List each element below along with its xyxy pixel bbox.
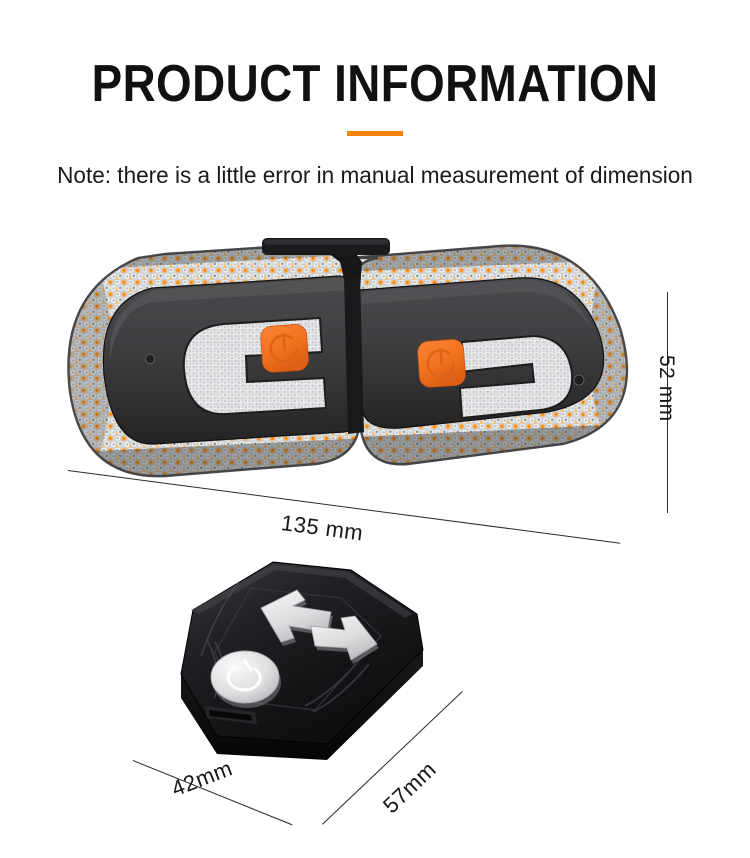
power-button-right[interactable] [417,339,466,388]
keypad-inset [214,587,382,711]
light-module-right [347,244,629,466]
power-icon [269,333,298,363]
power-icon [226,659,262,692]
remote-control-product-image [155,548,455,788]
width-dimension-label: 135 mm [279,510,365,546]
center-hinge [262,238,390,434]
page-title: PRODUCT INFORMATION [91,55,659,113]
height-dimension-label: 52 mm [655,355,678,422]
arrow-down-right-icon [310,615,378,661]
title-divider [347,131,403,136]
sensor-dot-right [573,374,585,386]
right-turn-arrow-button[interactable] [310,615,379,664]
lanyard-slot [205,706,257,724]
power-button-left[interactable] [260,324,309,373]
sensor-dot-left [145,354,156,365]
power-button[interactable] [210,650,281,708]
remote-side-wall [181,650,423,760]
light-module-left [67,242,362,478]
measurement-note: Note: there is a little error in manual … [57,162,693,188]
inner-lens-right [458,334,574,420]
power-icon [426,348,455,378]
led-light-bar-product-image [48,232,658,502]
height-dimension-line [667,292,669,513]
